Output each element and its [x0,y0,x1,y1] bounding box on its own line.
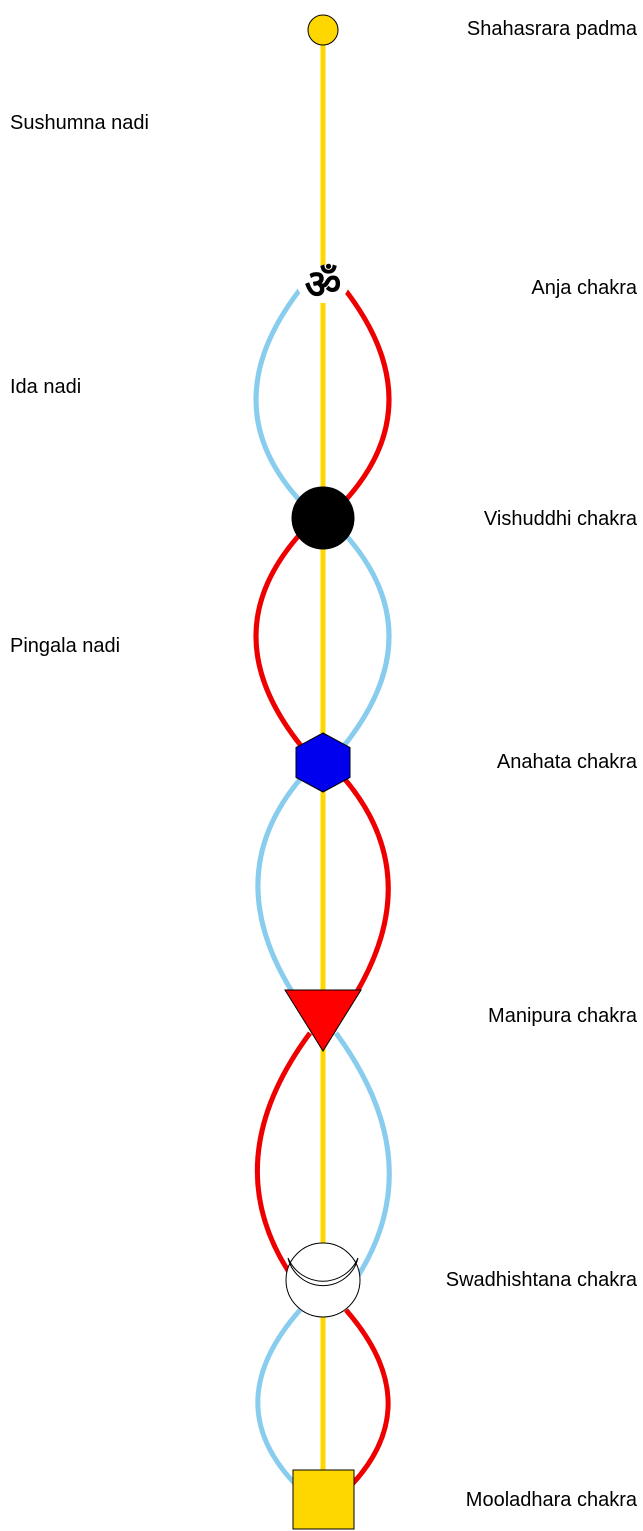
pingala-arc-1 [341,285,392,505]
label-pingala-nadi: Pingala nadi [10,635,121,657]
pingala-arc-2 [253,530,304,749]
label-swadhishtana-chakra: Swadhishtana chakra [445,1269,637,1291]
mooladhara-square [292,1469,355,1530]
label-anahata-chakra: Anahata chakra [496,751,637,773]
pingala-arc-3 [337,775,391,1020]
pingala-arc-5 [334,1308,391,1502]
ida-arc-3 [255,775,313,1020]
om-icon: ॐ [305,262,341,308]
manipura-triangle [284,989,362,1052]
ida-arc-5 [255,1308,314,1502]
label-ida-nadi: Ida nadi [10,376,82,398]
shahasrara-circle [307,14,339,46]
label-mooladhara-chakra: Mooladhara chakra [465,1489,637,1511]
ida-arc-2 [341,530,392,749]
label-sushumna-nadi: Sushumna nadi [10,112,149,134]
pingala-arc-4 [255,1031,313,1290]
ida-arc-4 [333,1031,392,1290]
label-shahasrara-padma: Shahasrara padma [466,18,637,40]
om-halo [297,265,349,303]
label-anja-chakra: Anja chakra [531,277,637,299]
swadhishtana-crescent [287,1257,359,1287]
anahata-hexagon [295,732,351,793]
ida-arc-1 [253,285,304,505]
vishuddhi-circle [291,486,355,550]
label-vishuddhi-chakra: Vishuddhi chakra [483,508,637,530]
label-manipura-chakra: Manipura chakra [488,1005,637,1027]
swadhishtana-circle [285,1242,361,1318]
